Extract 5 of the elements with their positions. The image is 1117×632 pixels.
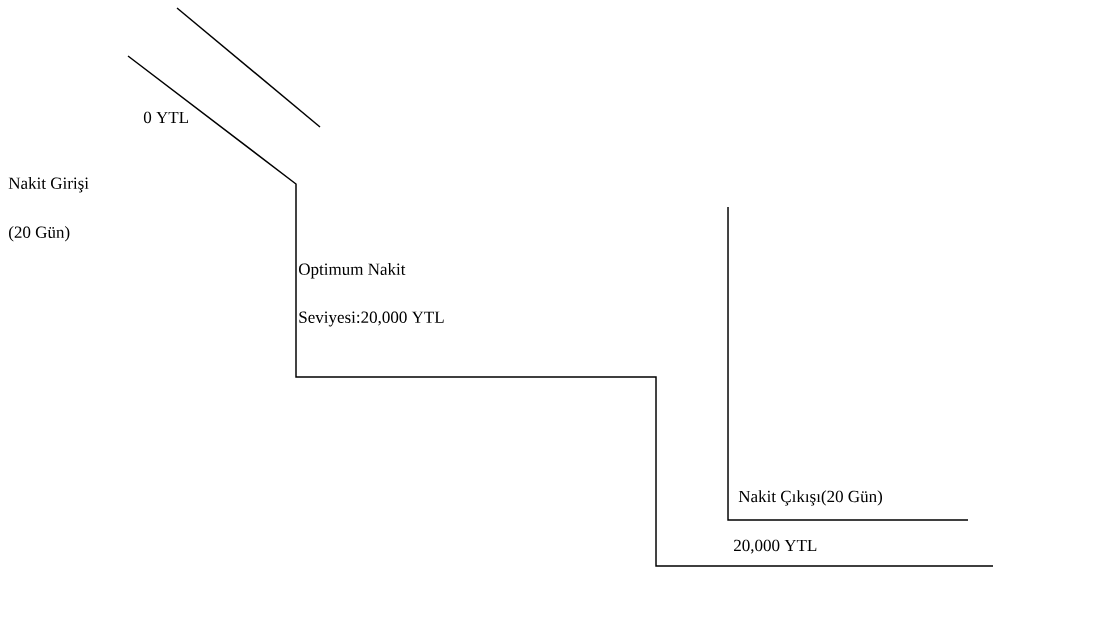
text-label: Nakit Çıkışı(20 Gün) (738, 490, 883, 506)
text-label: Optimum Nakit Seviyesi:20,000 YTL (298, 263, 444, 327)
text-label: Nakit Girişi (20 Gün) (8, 177, 89, 242)
text-label: 0 YTL (143, 111, 189, 124)
text-label: 20,000 YTL (734, 539, 817, 554)
